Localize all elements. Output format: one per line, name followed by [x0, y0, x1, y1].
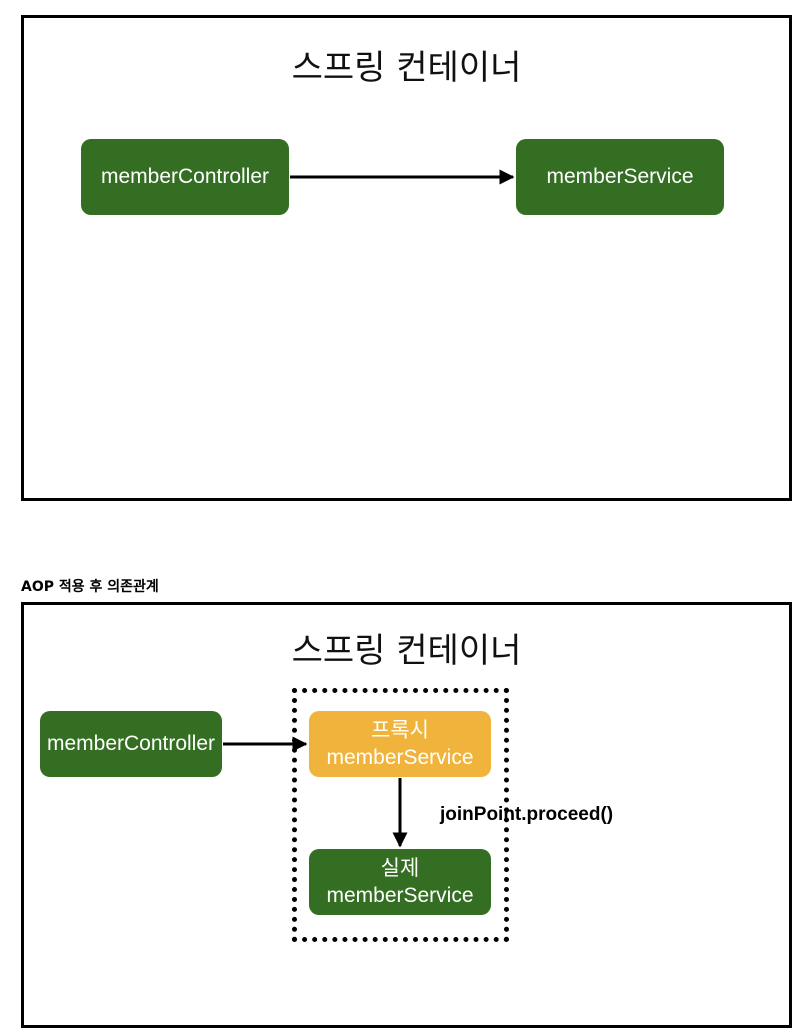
- member-controller-node-bottom: memberController: [40, 711, 222, 777]
- container-title-bottom: 스프링 컨테이너: [291, 631, 522, 671]
- member-controller-label-bottom: memberController: [46, 732, 216, 756]
- spring-container-box-bottom: 스프링 컨테이너: [21, 602, 792, 1028]
- proxy-group-dotted-border: [292, 688, 509, 942]
- container-title-top: 스프링 컨테이너: [291, 48, 522, 88]
- real-service-label: memberService: [326, 884, 474, 907]
- spring-container-box-top: 스프링 컨테이너: [21, 15, 792, 501]
- real-member-service-node: 실제 memberService: [309, 849, 491, 915]
- section-label-aop: AOP 적용 후 의존관계: [21, 579, 159, 595]
- proxy-member-service-node: 프록시 memberService: [309, 711, 491, 777]
- member-service-node-top: memberService: [516, 139, 724, 215]
- member-service-label-top: memberService: [546, 165, 694, 189]
- member-controller-node-top: memberController: [81, 139, 289, 215]
- join-point-proceed-label: joinPoint.proceed(): [440, 804, 614, 825]
- proxy-service-label: memberService: [326, 746, 474, 769]
- real-label: 실제: [380, 856, 420, 880]
- proxy-label: 프록시: [371, 718, 429, 742]
- member-controller-label-top: memberController: [100, 165, 270, 189]
